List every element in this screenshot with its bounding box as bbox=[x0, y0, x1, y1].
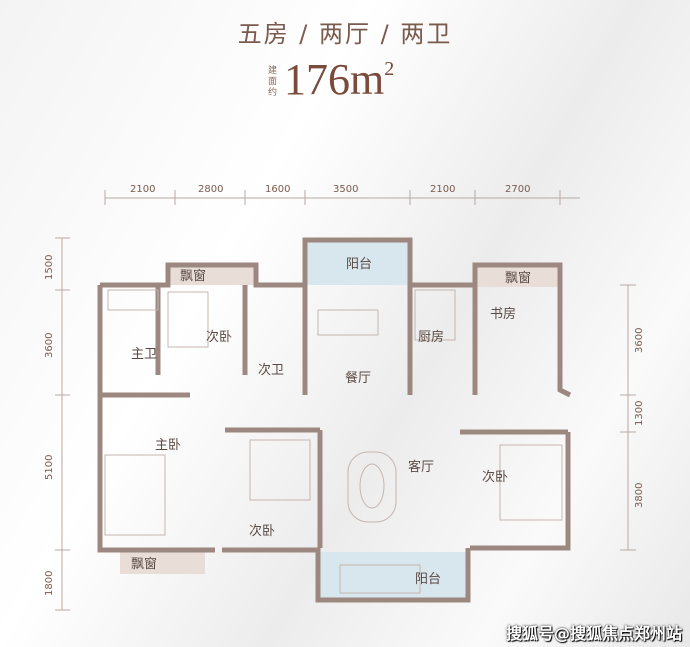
area-value: 176m bbox=[284, 55, 385, 104]
dim-top-5: 2100 bbox=[430, 184, 455, 195]
watermark: 搜狐号@搜狐焦点郑州站 bbox=[506, 624, 683, 643]
area-unit-sup: 2 bbox=[384, 58, 395, 80]
room-master-bath: 主卫 bbox=[131, 347, 157, 362]
balcony-bottom-fill bbox=[320, 552, 468, 598]
room-second-bath: 次卫 bbox=[258, 362, 284, 378]
dim-right-2: 1300 bbox=[634, 401, 645, 426]
room-bay-window-1: 飘窗 bbox=[180, 268, 206, 284]
room-kitchen: 厨房 bbox=[418, 329, 444, 345]
dim-left-2: 3600 bbox=[44, 333, 55, 358]
bay-window-2-fill bbox=[475, 265, 560, 287]
dim-top-3: 1600 bbox=[265, 184, 290, 195]
room-balcony-top: 阳台 bbox=[346, 257, 372, 272]
dim-top-4: 3500 bbox=[333, 184, 358, 195]
room-bedroom-2: 次卧 bbox=[206, 329, 232, 345]
balcony-top-fill bbox=[305, 240, 410, 285]
bay-window-1-fill bbox=[168, 265, 256, 285]
dim-left-3: 5100 bbox=[44, 455, 55, 480]
dim-top-1: 2100 bbox=[130, 184, 155, 195]
room-bedroom-right: 次卧 bbox=[482, 469, 508, 485]
dim-right-1: 3600 bbox=[634, 328, 645, 353]
furniture bbox=[104, 289, 563, 594]
bay-window-3-fill bbox=[120, 552, 205, 574]
room-bay-window-3: 飘窗 bbox=[131, 556, 157, 572]
dim-left-1: 1500 bbox=[44, 255, 55, 280]
room-bay-window-2: 飘窗 bbox=[505, 270, 531, 286]
room-bedroom-bottom: 次卧 bbox=[249, 523, 275, 539]
room-living: 客厅 bbox=[408, 459, 434, 475]
room-master-bedroom: 主卧 bbox=[155, 438, 181, 453]
dim-top-2: 2800 bbox=[198, 184, 223, 195]
layout-title: 五房 / 两厅 / 两卫 bbox=[237, 20, 453, 48]
room-balcony-bottom: 阳台 bbox=[415, 572, 441, 587]
room-study: 书房 bbox=[490, 306, 516, 322]
dim-left-4: 1800 bbox=[44, 571, 55, 596]
room-dining: 餐厅 bbox=[345, 370, 371, 386]
walls bbox=[97, 237, 572, 603]
dim-top-6: 2700 bbox=[505, 184, 530, 195]
area-block: 建面约 176m 2 bbox=[268, 58, 394, 102]
dim-right-3: 3800 bbox=[634, 483, 645, 508]
dimension-lines bbox=[55, 190, 636, 611]
area-label: 建面约 bbox=[268, 66, 278, 98]
